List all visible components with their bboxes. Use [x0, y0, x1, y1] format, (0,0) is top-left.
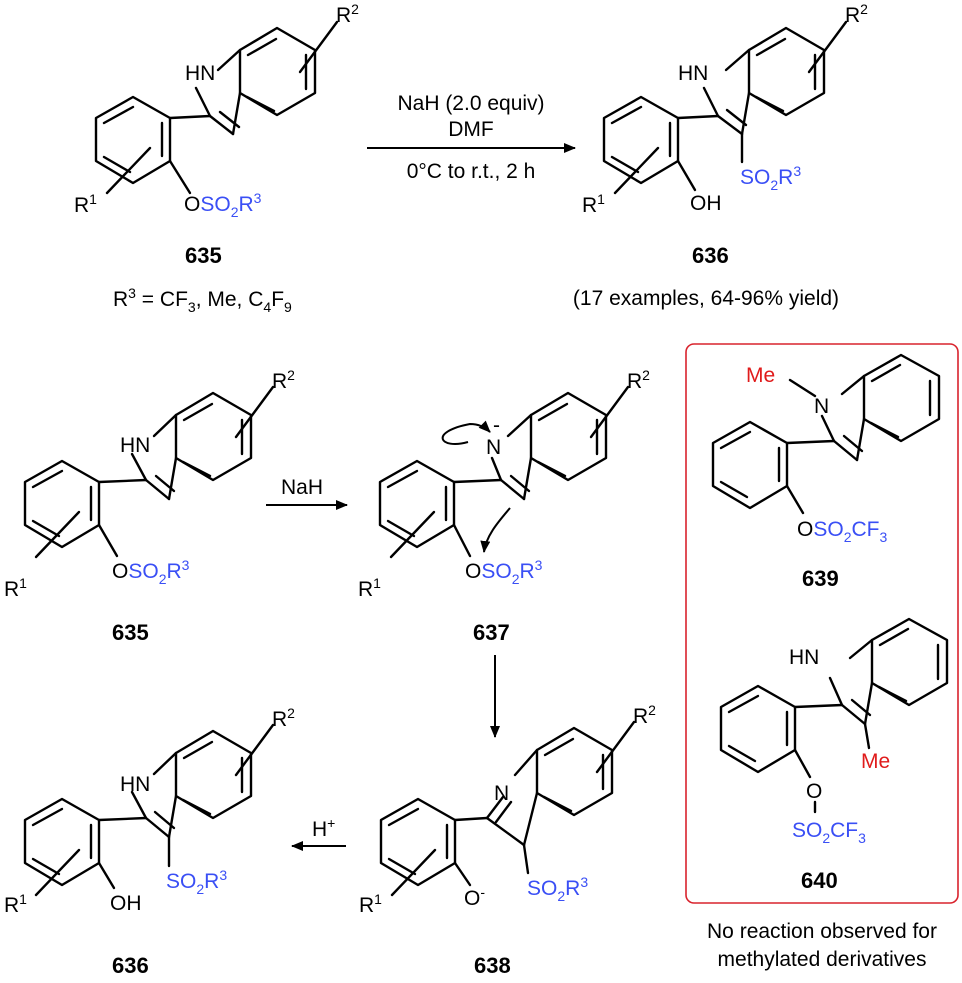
label-so2r3-638: SO2R3 [527, 874, 588, 904]
structure-635-top [94, 20, 339, 195]
label-n-637: N [486, 436, 501, 459]
label-r2-636-top: R2 [845, 1, 868, 27]
compound-label-637: 637 [473, 620, 510, 645]
r3-definition: R3 = CF3, Me, C4F9 [113, 285, 292, 315]
label-o-minus-638: O- [464, 884, 485, 910]
label-r1-635-mech: R1 [4, 575, 27, 601]
compound-label-636-top: 636 [692, 243, 729, 268]
structure-636-bottom [23, 723, 275, 897]
compound-label-640: 640 [801, 868, 838, 893]
label-r1-636-bottom: R1 [4, 891, 27, 917]
label-hn-640: HN [789, 646, 819, 669]
label-oh-636-top: OH [690, 192, 722, 215]
note-line-1: No reaction observed for [707, 920, 937, 943]
label-oso2r3-637: OSO2R3 [465, 557, 543, 587]
label-r2-635-top: R2 [336, 1, 359, 27]
label-r1-635-top: R1 [74, 191, 97, 217]
label-me-639: Me [746, 364, 775, 387]
reaction-conditions: 0°C to r.t., 2 h [407, 160, 536, 183]
label-n-minus-637: - [493, 414, 500, 437]
label-o-640: O [806, 780, 822, 803]
structure-635-mech [23, 385, 275, 559]
label-n-639: N [814, 395, 829, 418]
curved-arrow-nitrogen [441, 420, 491, 445]
label-r1-637: R1 [358, 575, 381, 601]
compound-label-638: 638 [474, 953, 511, 978]
label-hn-635-mech: HN [120, 434, 150, 457]
structure-637 [378, 385, 630, 559]
compound-label-639: 639 [802, 566, 839, 591]
structure-639 [711, 353, 941, 515]
nah-step-label: NaH [281, 476, 323, 499]
compound-label-636-bottom: 636 [112, 953, 149, 978]
label-oso2cf3-639: OSO2CF3 [797, 518, 887, 545]
reagent-line-2: DMF [448, 118, 494, 141]
label-me-640: Me [861, 750, 890, 773]
compound-label-635-top: 635 [185, 243, 222, 268]
label-so2cf3-640: SO2CF3 [792, 819, 866, 846]
label-oso2r3-635-top: OSO2R3 [184, 190, 262, 220]
label-so2r3-636-bottom: SO2R3 [166, 867, 227, 897]
structure-640 [719, 617, 949, 814]
label-r2-635-mech: R2 [272, 367, 295, 393]
protonation-label: H+ [312, 815, 335, 841]
curved-arrow-sulfonyl [480, 507, 511, 553]
label-so2r3-636-top: SO2R3 [740, 163, 801, 193]
label-r1-638: R1 [359, 891, 382, 917]
label-hn-636-top: HN [678, 62, 708, 85]
label-oh-636-bottom: OH [110, 892, 142, 915]
structure-636-top [602, 20, 848, 195]
label-hn-635-top: HN [185, 62, 215, 85]
label-r1-636-top: R1 [582, 191, 605, 217]
compound-label-635-mech: 635 [112, 620, 149, 645]
reagent-line-1: NaH (2.0 equiv) [397, 92, 544, 115]
scope-text: (17 examples, 64-96% yield) [573, 287, 839, 310]
label-r2-638: R2 [633, 702, 656, 728]
label-r2-637: R2 [627, 367, 650, 393]
control-experiments-box [685, 343, 959, 904]
structure-638 [379, 720, 636, 897]
label-r2-636-bottom: R2 [272, 705, 295, 731]
label-n-638: N [494, 782, 509, 805]
note-line-2: methylated derivatives [718, 948, 927, 971]
label-oso2r3-635-mech: OSO2R3 [112, 557, 190, 587]
label-hn-636-bottom: HN [120, 773, 150, 796]
